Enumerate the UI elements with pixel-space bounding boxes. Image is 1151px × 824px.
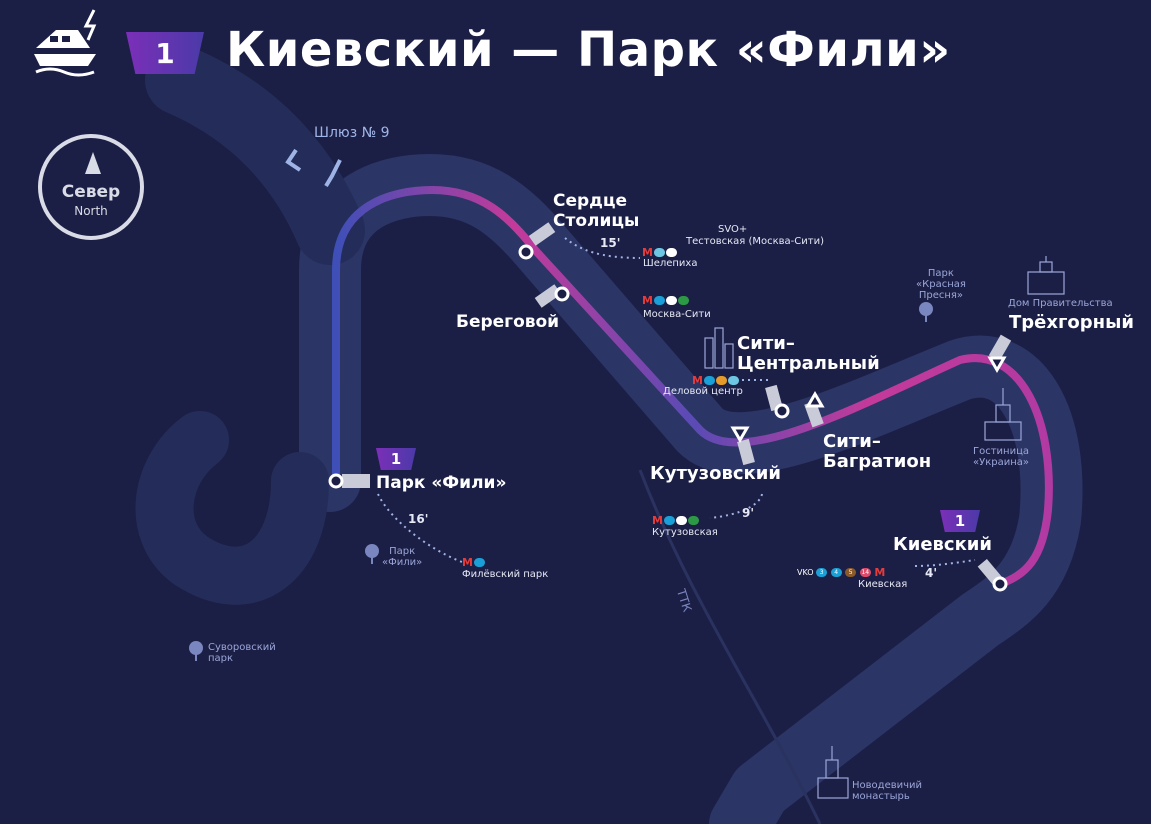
metro-label-kievskaya: Киевская xyxy=(858,579,908,590)
lock-mark xyxy=(324,159,342,188)
building-icon xyxy=(1027,256,1065,295)
metro-label-shelepikha: Шелепиха xyxy=(643,258,698,269)
metro-label-delovoy: Деловой центр xyxy=(663,386,743,397)
metro-badges-kievskaya: VKO 3 4 5 14 M xyxy=(797,566,886,579)
station-marker-serdtse xyxy=(518,244,534,260)
metro-logo-icon: M xyxy=(642,246,653,259)
route-badge: 1 xyxy=(126,32,204,74)
walk-time-kutuzovsky: 9' xyxy=(742,506,755,520)
station-beregovoy[interactable]: Береговой xyxy=(456,312,560,332)
badge-line-5: 5 xyxy=(845,568,857,577)
station-city-central-line2[interactable]: Центральный xyxy=(737,353,880,374)
north-compass: Север North xyxy=(38,134,144,240)
metro-label-moscow-city: Москва-Сити xyxy=(643,309,711,320)
station-park-fili[interactable]: Парк «Фили» xyxy=(376,473,507,493)
pier-trekhgorny xyxy=(988,334,1012,362)
station-marker-kutuzovsky xyxy=(730,426,750,443)
badge-vko: VKO xyxy=(797,568,814,577)
metro-badges-delovoy: M xyxy=(692,374,740,387)
station-trekhgorny[interactable]: Трёхгорный xyxy=(1009,312,1134,333)
walk-path xyxy=(709,493,763,519)
station-marker-park-fili xyxy=(328,473,344,489)
metro-logo-icon: M xyxy=(652,514,663,527)
pier-kutuzovsky xyxy=(737,438,755,466)
station-serdtse-line1[interactable]: Сердце xyxy=(553,191,628,211)
walk-path xyxy=(914,559,976,567)
station-marker-kievsky xyxy=(992,576,1008,592)
metro-logo-icon: M xyxy=(642,294,653,307)
lock-label: Шлюз № 9 xyxy=(314,125,390,141)
tree-icon xyxy=(189,641,203,661)
poi-ukraina: Гостиница«Украина» xyxy=(973,446,1030,468)
metro-badges-filevsky: M xyxy=(462,556,486,569)
metro-logo-icon: M xyxy=(874,566,886,579)
north-arrow-icon xyxy=(85,152,101,174)
lock-mark xyxy=(285,148,302,172)
metro-logo-icon: M xyxy=(462,556,473,569)
walk-time-kievsky: 4' xyxy=(925,566,938,580)
walk-time-park-fili: 16' xyxy=(408,512,429,526)
poi-park-fili: Парк«Фили» xyxy=(382,546,423,568)
station-city-bagration-line2[interactable]: Багратион xyxy=(823,451,932,472)
station-marker-city-bagration xyxy=(805,391,825,408)
station-kutuzovsky[interactable]: Кутузовский xyxy=(650,463,781,484)
metro-logo-icon: M xyxy=(692,374,703,387)
metro-label-kutuzovskaya: Кутузовская xyxy=(652,527,718,538)
metro-label-testovskaya: Тестовская (Москва-Сити) xyxy=(686,236,824,247)
station-city-central-line1[interactable]: Сити– xyxy=(737,333,795,354)
walk-time-serdtse: 15' xyxy=(600,236,621,250)
metro-badges-kutuzovskaya: M xyxy=(652,514,700,527)
metro-label-filevsky-park: Филёвский парк xyxy=(462,569,549,580)
river-upper xyxy=(145,45,365,265)
pier-park-fili xyxy=(342,474,370,488)
station-city-bagration-line1[interactable]: Сити– xyxy=(823,431,881,452)
route-badge-park-fili: 1 xyxy=(376,448,416,470)
pier-serdtse xyxy=(528,222,556,246)
metro-tag-svo: SVO+ xyxy=(718,224,748,235)
badge-line-4: 4 xyxy=(830,568,842,577)
building-icon xyxy=(984,388,1022,441)
route-badge-kievsky: 1 xyxy=(940,510,980,532)
route-line xyxy=(332,186,1053,588)
station-marker-trekhgorny xyxy=(987,356,1007,373)
metro-badges-shelepikha: M xyxy=(642,246,678,259)
north-label-en: North xyxy=(74,204,108,218)
pier-beregovoy xyxy=(534,284,562,308)
station-marker-city-central xyxy=(774,403,790,419)
ttk-road xyxy=(638,469,822,824)
station-serdtse-line2[interactable]: Столицы xyxy=(553,211,640,231)
poi-dom-pravitelstva: Дом Правительства xyxy=(1008,298,1113,309)
boat-electric-icon xyxy=(34,9,97,77)
river-left xyxy=(135,411,329,605)
metro-badges-moscow-city: M xyxy=(642,294,690,307)
building-icon xyxy=(704,327,734,369)
station-kievsky[interactable]: Киевский xyxy=(893,534,993,555)
tree-icon xyxy=(919,302,933,322)
station-marker-beregovoy xyxy=(554,286,570,302)
north-label-ru: Север xyxy=(61,182,121,202)
tree-icon xyxy=(365,544,379,564)
walk-path xyxy=(564,237,641,259)
badge-line-3: 3 xyxy=(816,568,828,577)
page-title: Киевский — Парк «Фили» xyxy=(226,22,951,78)
building-icon xyxy=(817,746,849,799)
badge-line-14: 14 xyxy=(859,568,871,577)
